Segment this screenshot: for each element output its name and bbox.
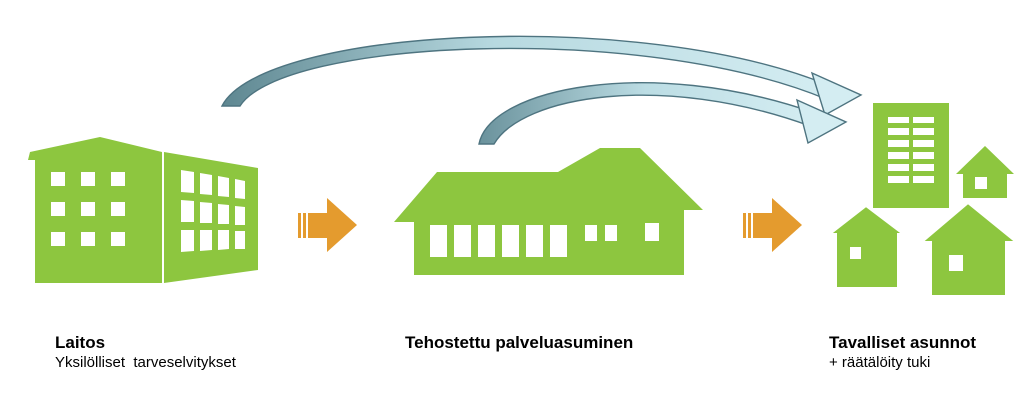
orange-arrow-1 — [298, 198, 357, 252]
orange-arrow-2 — [743, 198, 802, 252]
stage-title: Tehostettu palveluasuminen — [405, 333, 634, 352]
small-house-icon — [956, 146, 1014, 198]
stage-subtitle: + räätälöity tuki — [829, 354, 931, 371]
ordinary-homes-icon — [827, 103, 1019, 297]
institution-building-icon — [28, 137, 258, 283]
stage-title: Laitos — [55, 333, 106, 352]
stage-label-laitos: Laitos Yksilölliset tarveselvitykset — [55, 333, 236, 373]
long-curved-arrow — [220, 35, 863, 117]
stage-subtitle: Yksilölliset tarveselvitykset — [55, 354, 236, 371]
short-curved-arrow — [478, 82, 848, 145]
stage-label-tehostettu: Tehostettu palveluasuminen — [405, 333, 633, 353]
stage-label-tavalliset: Tavalliset asunnot + räätälöity tuki — [829, 333, 976, 373]
service-housing-building-icon — [394, 148, 703, 275]
stage-title: Tavalliset asunnot — [829, 333, 977, 352]
house-right-icon — [919, 201, 1019, 297]
house-left-icon — [827, 204, 906, 289]
apartment-tower-icon — [873, 103, 949, 208]
